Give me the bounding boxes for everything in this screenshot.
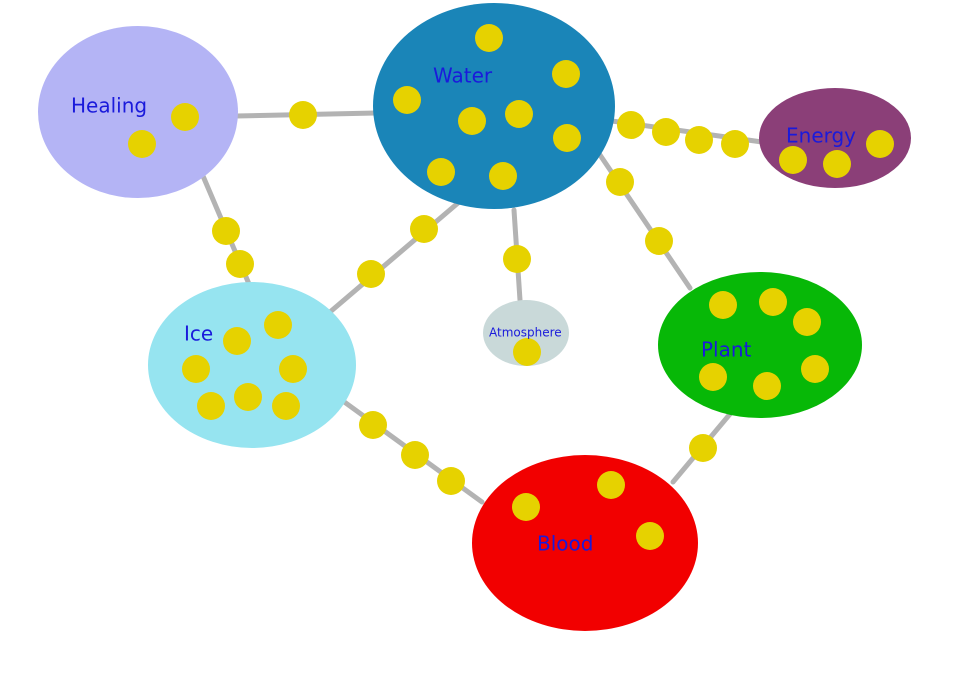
node-ice-label: Ice	[184, 322, 213, 346]
node-blood[interactable]: Blood	[472, 455, 698, 631]
node-plant-dot	[699, 363, 727, 391]
edge-water-ice	[327, 200, 461, 315]
node-plant-dot	[793, 308, 821, 336]
node-energy-dot	[823, 150, 851, 178]
node-water-dot	[475, 24, 503, 52]
edge-dot-ice-blood	[437, 467, 465, 495]
node-water-dot	[505, 100, 533, 128]
node-ice-dot	[197, 392, 225, 420]
node-ice-dot	[223, 327, 251, 355]
node-atmosphere-label: Atmosphere	[489, 326, 562, 340]
node-ice-dot	[234, 383, 262, 411]
node-energy-label: Energy	[786, 124, 856, 148]
node-blood-dot	[512, 493, 540, 521]
node-ice-dot	[182, 355, 210, 383]
node-plant-dot	[801, 355, 829, 383]
node-water-dot	[458, 107, 486, 135]
node-energy-dot	[779, 146, 807, 174]
edge-dot-plant-blood	[689, 434, 717, 462]
node-atmosphere-shape	[483, 300, 569, 366]
node-ice-dot	[279, 355, 307, 383]
node-blood-dot	[636, 522, 664, 550]
node-plant-dot	[709, 291, 737, 319]
node-plant-dot	[759, 288, 787, 316]
node-atmosphere[interactable]: Atmosphere	[483, 300, 569, 366]
edge-dot-water-energy	[685, 126, 713, 154]
edge-dot-ice-blood	[359, 411, 387, 439]
node-water-label: Water	[433, 64, 493, 88]
edge-dot-water-plant	[645, 227, 673, 255]
node-plant-dot	[753, 372, 781, 400]
node-ice-dot	[272, 392, 300, 420]
edge-dots-layer	[212, 101, 749, 495]
node-blood-label: Blood	[537, 532, 593, 556]
node-water-shape	[373, 3, 615, 209]
edge-dot-water-energy	[617, 111, 645, 139]
node-ice[interactable]: Ice	[148, 282, 356, 448]
node-ice-dot	[264, 311, 292, 339]
node-healing-dot	[128, 130, 156, 158]
node-atmosphere-dot	[513, 338, 541, 366]
edge-dot-healing-ice	[226, 250, 254, 278]
node-water-dot	[489, 162, 517, 190]
edge-dot-water-plant	[606, 168, 634, 196]
node-water-dot	[427, 158, 455, 186]
node-energy[interactable]: Energy	[759, 88, 911, 188]
edge-dot-water-atmosphere	[503, 245, 531, 273]
node-energy-dot	[866, 130, 894, 158]
node-ice-shape	[148, 282, 356, 448]
edge-dot-water-energy	[721, 130, 749, 158]
edge-dot-water-energy	[652, 118, 680, 146]
node-water[interactable]: Water	[373, 3, 615, 209]
node-healing-dot	[171, 103, 199, 131]
edge-dot-healing-water	[289, 101, 317, 129]
node-blood-dot	[597, 471, 625, 499]
node-water-dot	[393, 86, 421, 114]
edge-dot-water-ice	[410, 215, 438, 243]
node-plant-label: Plant	[701, 338, 752, 362]
edge-dot-healing-ice	[212, 217, 240, 245]
node-healing[interactable]: Healing	[38, 26, 238, 198]
edge-dot-water-ice	[357, 260, 385, 288]
node-plant[interactable]: Plant	[658, 272, 862, 418]
node-healing-label: Healing	[71, 94, 147, 118]
node-healing-shape	[38, 26, 238, 198]
edge-dot-ice-blood	[401, 441, 429, 469]
node-water-dot	[552, 60, 580, 88]
node-water-dot	[553, 124, 581, 152]
